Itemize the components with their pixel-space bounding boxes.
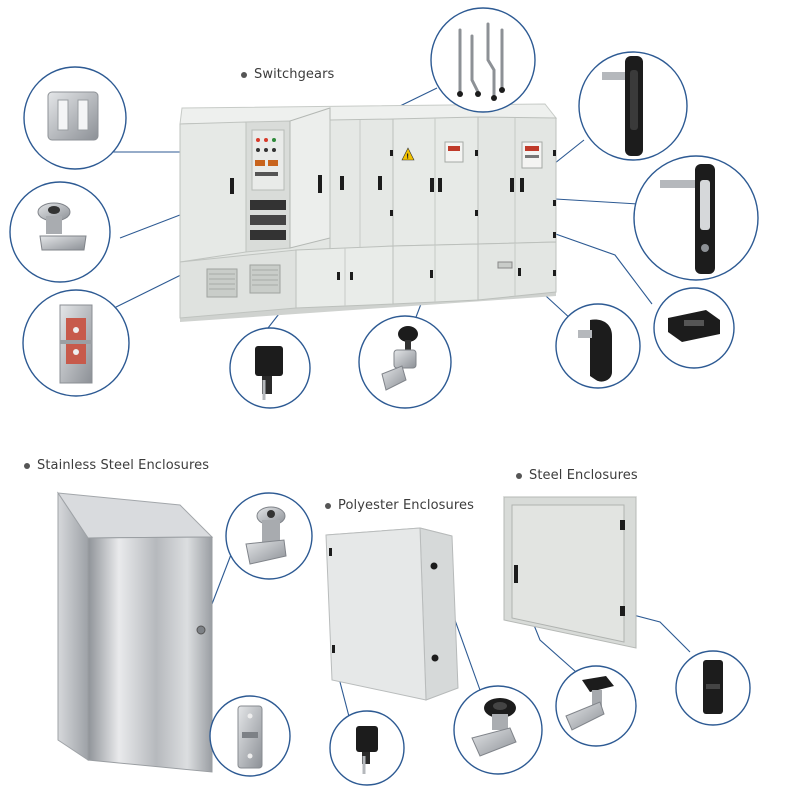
callout-swinghandle-right[interactable] xyxy=(633,155,759,281)
label-stainless-text: Stainless Steel Enclosures xyxy=(37,458,210,473)
rod-set-icon xyxy=(458,22,504,98)
label-stainless-steel-enclosures: Stainless Steel Enclosures xyxy=(24,458,209,473)
key-lock-icon xyxy=(381,326,418,391)
cabinet-3-handle xyxy=(430,178,434,192)
poly-door xyxy=(325,527,427,701)
ss-side xyxy=(57,491,89,761)
cabinet-2-handle xyxy=(340,176,344,190)
callout-poly-quarter-turn[interactable] xyxy=(453,685,543,775)
cabinet-2b-handle xyxy=(378,176,382,190)
callout-swinghandle-top[interactable] xyxy=(578,51,688,161)
lift-off-hinge-icon xyxy=(59,304,93,384)
callout-cabinet-hinge[interactable] xyxy=(653,287,735,369)
instrument-panel xyxy=(250,129,286,240)
hinge-plate-icon xyxy=(47,91,99,141)
cabinet-3b-handle xyxy=(438,178,442,192)
steel-hinge-bottom xyxy=(620,606,625,616)
steel-hinge-top xyxy=(620,520,625,530)
cam-lock-icon xyxy=(245,506,287,565)
callout-quarter-turn-left[interactable] xyxy=(9,181,111,283)
callout-ss-cam-lock[interactable] xyxy=(225,492,313,580)
label-polyester-text: Polyester Enclosures xyxy=(338,498,474,513)
label-switchgears-text: Switchgears xyxy=(254,67,335,82)
cabinet-hinge-icon xyxy=(668,310,720,342)
callout-compression-latch[interactable] xyxy=(555,303,641,389)
warning-sign xyxy=(401,147,415,161)
cabinet-4 xyxy=(477,116,557,245)
warning-glyph: ! xyxy=(406,153,409,161)
callout-ss-hinge[interactable] xyxy=(209,695,291,777)
bullet-icon xyxy=(516,472,522,479)
stainless-steel-enclosure xyxy=(56,491,214,773)
callout-steel-wing-knob[interactable] xyxy=(555,665,637,747)
label-switchgears: Switchgears xyxy=(241,67,334,82)
cabinet-4b-handle xyxy=(520,178,524,192)
vent-grille-left xyxy=(206,268,238,298)
compression-latch-icon xyxy=(578,319,612,382)
polyester-enclosure xyxy=(325,527,459,701)
left-panel-handle xyxy=(230,178,234,194)
black-hinge-icon xyxy=(703,660,723,714)
lower-door-3 xyxy=(477,241,557,301)
callout-hinge-black[interactable] xyxy=(229,327,311,409)
callouts xyxy=(9,7,759,786)
switchgear-lineup: ! xyxy=(179,103,558,322)
vent-grille-right xyxy=(249,264,281,294)
cabinet-3-meter xyxy=(444,141,464,163)
swing-handle-icon xyxy=(602,56,643,156)
poly-hinge-bottom xyxy=(332,645,335,653)
poly-lock-top xyxy=(430,562,438,570)
concealed-hinge-icon-2 xyxy=(356,726,378,774)
callout-key-lock[interactable] xyxy=(358,315,452,409)
steel-handle xyxy=(514,565,518,583)
open-door xyxy=(289,107,331,249)
cabinet-4-handle xyxy=(510,178,514,192)
poly-hinge-top xyxy=(329,548,332,556)
poly-lock-bottom xyxy=(431,654,439,662)
left-cabinet-panel xyxy=(179,121,247,263)
bullet-icon xyxy=(24,462,30,469)
callout-steel-hinge[interactable] xyxy=(675,650,751,726)
callout-rods[interactable] xyxy=(430,7,536,113)
open-door-handle xyxy=(318,175,322,193)
steel-door xyxy=(511,504,625,643)
ss-door-lock xyxy=(196,625,206,635)
callout-hinge-plate[interactable] xyxy=(23,66,127,170)
callout-poly-hinge[interactable] xyxy=(329,710,405,786)
leader-cabinet-hinge xyxy=(549,231,653,305)
label-polyester-enclosures: Polyester Enclosures xyxy=(325,498,474,513)
quarter-turn-lock-icon-2 xyxy=(471,698,517,757)
bullet-icon xyxy=(241,71,247,78)
bullet-icon xyxy=(325,502,331,509)
callout-hinge-red[interactable] xyxy=(22,289,130,397)
label-steel-enclosures: Steel Enclosures xyxy=(516,468,638,483)
cabinet-2 xyxy=(329,118,394,251)
wing-knob-lock-icon xyxy=(565,676,614,731)
steel-enclosure xyxy=(502,496,637,649)
stainless-hinge-icon xyxy=(237,705,263,769)
swing-handle-icon-2 xyxy=(660,164,715,274)
concealed-hinge-icon xyxy=(255,346,283,400)
quarter-turn-lock-icon xyxy=(37,202,87,251)
label-steel-text: Steel Enclosures xyxy=(529,468,638,483)
ss-door xyxy=(87,536,213,773)
poly-side xyxy=(419,527,459,701)
